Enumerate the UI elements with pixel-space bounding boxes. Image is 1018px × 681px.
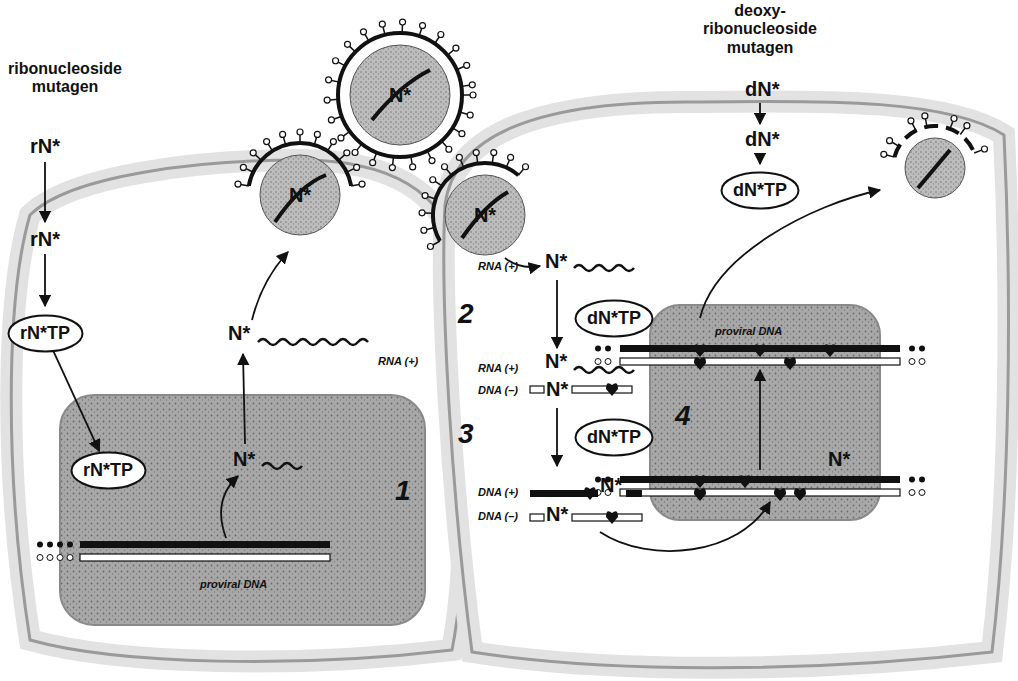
dna-label: proviral DNA [200, 578, 267, 590]
nucleotide-text: dN*TP [733, 180, 787, 201]
strand-label: RNA (+) [478, 362, 518, 374]
virion: N* [354, 49, 446, 141]
step-number: 3 [458, 418, 474, 450]
strand-label: DNA (–) [478, 510, 518, 522]
mutated-base: N* [545, 350, 567, 373]
nucleotide-text: rN*TP [83, 460, 133, 481]
proviral-dna-right [595, 345, 925, 496]
nucleotide-text: rN*TP [20, 323, 70, 344]
nucleotide-oval: rN*TP [70, 451, 147, 490]
step-number: 2 [458, 298, 474, 330]
dna-label: proviral DNA [715, 325, 782, 337]
nucleoside: dN* [745, 78, 779, 101]
nucleoside: rN* [30, 135, 60, 158]
nucleoside: dN* [745, 128, 779, 151]
virion: N* [262, 157, 338, 233]
step-number: 1 [395, 475, 411, 507]
nucleus: 4 proviral DNA [650, 305, 880, 520]
mutated-base: N* [233, 448, 255, 471]
mutated-base: N* [546, 503, 568, 526]
mutagen-label: ribonucleoside mutagen [0, 60, 130, 97]
virions [235, 19, 988, 255]
mutated-base: N* [389, 84, 411, 107]
mutagen-label: deoxy- ribonucleoside mutagen [695, 2, 825, 57]
arrows [45, 103, 880, 551]
mutated-base: N* [474, 204, 496, 227]
proviral-dna-left [37, 541, 330, 561]
nucleus: 1 proviral DNA rN*TP [60, 395, 425, 625]
nucleus-left [60, 395, 425, 625]
nucleotide-text: dN*TP [587, 427, 641, 448]
cell-left [11, 160, 464, 661]
strand-label: RNA (+) [478, 260, 518, 272]
mutated-base: N* [546, 378, 568, 401]
mutated-base: N* [600, 474, 622, 497]
protein-bumps [584, 344, 836, 524]
mutated-base: N* [228, 322, 250, 345]
cell-right [444, 101, 1009, 667]
nucleotide-text: dN*TP [587, 308, 641, 329]
nucleus-right [650, 305, 880, 520]
nucleotide-oval: dN*TP [574, 299, 654, 338]
virion: N* [447, 177, 523, 253]
mutated-base: N* [289, 184, 311, 207]
nucleotide-oval: rN*TP [7, 314, 84, 353]
connector-arrow [54, 352, 100, 451]
strand-label: RNA (+) [378, 355, 418, 367]
nucleotide-oval: dN*TP [574, 418, 654, 457]
mutated-base: N* [828, 448, 850, 471]
strand-label: DNA (+) [478, 486, 518, 498]
strand-label: DNA (–) [478, 384, 518, 396]
nucleoside: rN* [30, 228, 60, 251]
step-number: 4 [675, 400, 691, 432]
mutated-base: N* [545, 250, 567, 273]
nucleotide-oval: dN*TP [720, 171, 800, 210]
